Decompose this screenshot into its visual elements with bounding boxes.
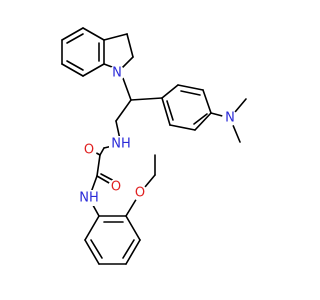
ethylene-linker <box>115 69 163 145</box>
atom-o-carbonyl-1: O <box>81 142 97 158</box>
atom-nh-amide-2: NH <box>77 190 101 206</box>
label-n-indoline: N <box>112 66 122 81</box>
label-nh-amide-1: NH <box>111 137 131 152</box>
label-o-ethoxy: O <box>135 186 145 201</box>
atom-o-ethoxy: O <box>132 185 148 201</box>
atom-n-indoline: N <box>109 65 125 81</box>
atom-o-carbonyl-2: O <box>108 179 124 195</box>
label-o-carbonyl-2: O <box>111 180 121 195</box>
atom-n-dimethylamino: N <box>222 110 238 126</box>
label-o-carbonyl-1: O <box>84 143 94 158</box>
molecule-structure: N N NH O O NH O <box>61 27 247 265</box>
ethoxyphenyl-ring <box>84 154 156 265</box>
indoline-benzene-ring <box>61 27 105 77</box>
dimethylaminophenyl-ring <box>161 84 247 143</box>
atom-nh-amide-1: NH <box>109 136 133 152</box>
label-n-dimethylamino: N <box>225 111 235 126</box>
label-nh-amide-2: NH <box>79 191 99 206</box>
